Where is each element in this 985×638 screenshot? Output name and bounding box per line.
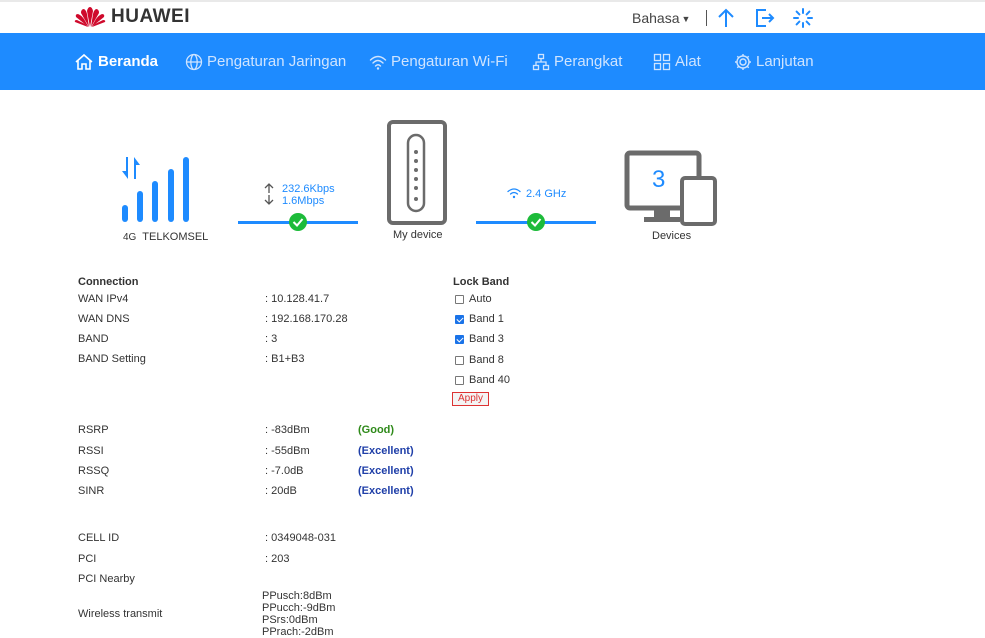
nav-label: Perangkat	[554, 53, 623, 70]
devices-monitor-icon[interactable]	[624, 150, 718, 226]
up-down-arrows-icon	[264, 183, 274, 205]
nav-alat[interactable]: Alat	[653, 33, 701, 90]
connection-heading: Connection	[78, 276, 139, 288]
language-select[interactable]: Bahasa▼	[632, 10, 690, 26]
check-icon	[527, 213, 545, 231]
band-option-label: Band 8	[469, 354, 504, 366]
tools-icon	[653, 53, 671, 70]
nav-pengaturan-wifi[interactable]: Pengaturan Wi-Fi	[369, 33, 508, 90]
rsrp-quality: (Good)	[358, 424, 395, 436]
band-option-1[interactable]: Band 1	[455, 313, 504, 325]
band-option-auto[interactable]: Auto	[455, 293, 492, 305]
wireless-transmit-label: Wireless transmit	[78, 608, 163, 620]
devices-label: Devices	[652, 230, 692, 242]
signal-strength-icon	[122, 157, 189, 222]
pprach-value: PPrach:-2dBm	[262, 626, 334, 638]
operator-name: TELKOMSEL	[142, 231, 209, 243]
wan-dns-label: WAN DNS	[78, 313, 130, 325]
wifi-band: 2.4 GHz	[526, 188, 567, 200]
network-type: 4G	[123, 232, 137, 243]
logout-icon[interactable]	[754, 7, 776, 29]
rssq-value: : -7.0dB	[265, 465, 304, 477]
band-option-label: Band 1	[469, 313, 504, 325]
band-label: BAND	[78, 333, 109, 345]
lock-band-heading: Lock Band	[453, 276, 510, 288]
download-speed: 1.6Mbps	[282, 195, 325, 207]
band-setting-label: BAND Setting	[78, 353, 146, 365]
rssi-label: RSSI	[78, 445, 104, 457]
rsrp-label: RSRP	[78, 424, 109, 436]
my-device-label: My device	[393, 229, 443, 241]
language-label: Bahasa	[632, 10, 680, 26]
upload-speed: 232.6Kbps	[282, 183, 335, 195]
loading-icon	[793, 8, 813, 28]
rssi-quality: (Excellent)	[358, 445, 414, 457]
caret-down-icon: ▼	[681, 14, 691, 24]
nav-beranda[interactable]: Beranda	[74, 33, 158, 90]
wireless-transmit-values: PPusch:8dBm PPucch:-9dBm PSrs:0dBm PPrac…	[262, 590, 335, 638]
home-icon	[75, 53, 93, 70]
checkbox-band-1[interactable]	[455, 314, 464, 324]
ppusch-value: PPusch:8dBm	[262, 590, 332, 602]
router-icon[interactable]	[386, 120, 448, 225]
pci-value: : 203	[265, 553, 290, 565]
checkbox-band-3[interactable]	[455, 334, 464, 344]
wan-ipv4-label: WAN IPv4	[78, 293, 129, 305]
rssq-quality: (Excellent)	[358, 465, 414, 477]
wifi-small-icon	[507, 188, 521, 199]
nav-label: Alat	[675, 53, 701, 70]
network-diagram: 4G TELKOMSEL 232.6Kbps 1.6Mbps My device…	[0, 90, 985, 260]
globe-icon	[185, 53, 203, 70]
upload-icon[interactable]	[715, 7, 737, 29]
main-nav: Beranda Pengaturan Jaringan Pengaturan W…	[0, 33, 985, 90]
divider	[706, 10, 707, 26]
gear-icon	[735, 53, 751, 70]
nav-label: Beranda	[98, 53, 159, 70]
nav-lanjutan[interactable]: Lanjutan	[734, 33, 814, 90]
band-value: : 3	[265, 333, 278, 345]
band-option-label: Band 3	[469, 333, 504, 345]
huawei-flower-icon	[74, 7, 106, 27]
sinr-value: : 20dB	[265, 485, 297, 497]
checkbox-auto[interactable]	[455, 294, 464, 304]
wifi-icon	[369, 55, 387, 70]
check-icon	[289, 213, 307, 231]
apply-button[interactable]: Apply	[452, 392, 489, 406]
band-option-3[interactable]: Band 3	[455, 333, 504, 345]
wan-dns-value: : 192.168.170.28	[265, 313, 348, 325]
wan-ipv4-value: : 10.128.41.7	[265, 293, 330, 305]
pci-nearby-label: PCI Nearby	[78, 573, 135, 585]
nav-label: Pengaturan Wi-Fi	[391, 53, 508, 70]
checkbox-band-8[interactable]	[455, 355, 464, 365]
band-option-40[interactable]: Band 40	[455, 374, 510, 386]
nav-pengaturan-jaringan[interactable]: Pengaturan Jaringan	[185, 33, 346, 90]
band-option-label: Auto	[469, 293, 492, 305]
band-option-label: Band 40	[469, 374, 510, 386]
network-operator: 4G TELKOMSEL	[123, 231, 208, 243]
huawei-logo: HUAWEI	[74, 6, 190, 28]
nav-label: Pengaturan Jaringan	[207, 53, 347, 70]
rsrp-value: : -83dBm	[265, 424, 310, 436]
nav-perangkat[interactable]: Perangkat	[532, 33, 622, 90]
checkbox-band-40[interactable]	[455, 375, 464, 385]
device-count[interactable]: 3	[652, 166, 666, 193]
sinr-quality: (Excellent)	[358, 485, 414, 497]
band-setting-value: : B1+B3	[265, 353, 305, 365]
ppucch-value: PPucch:-9dBm	[262, 602, 336, 614]
top-bar: HUAWEI Bahasa▼	[0, 0, 985, 33]
sinr-label: SINR	[78, 485, 105, 497]
cell-id-value: : 0349048-031	[265, 532, 336, 544]
devices-icon	[532, 53, 550, 70]
brand-name: HUAWEI	[111, 6, 190, 27]
pci-label: PCI	[78, 553, 97, 565]
psrs-value: PSrs:0dBm	[262, 614, 318, 626]
rssi-value: : -55dBm	[265, 445, 310, 457]
rssq-label: RSSQ	[78, 465, 110, 477]
cell-id-label: CELL ID	[78, 532, 120, 544]
band-option-8[interactable]: Band 8	[455, 354, 504, 366]
nav-label: Lanjutan	[756, 53, 814, 70]
